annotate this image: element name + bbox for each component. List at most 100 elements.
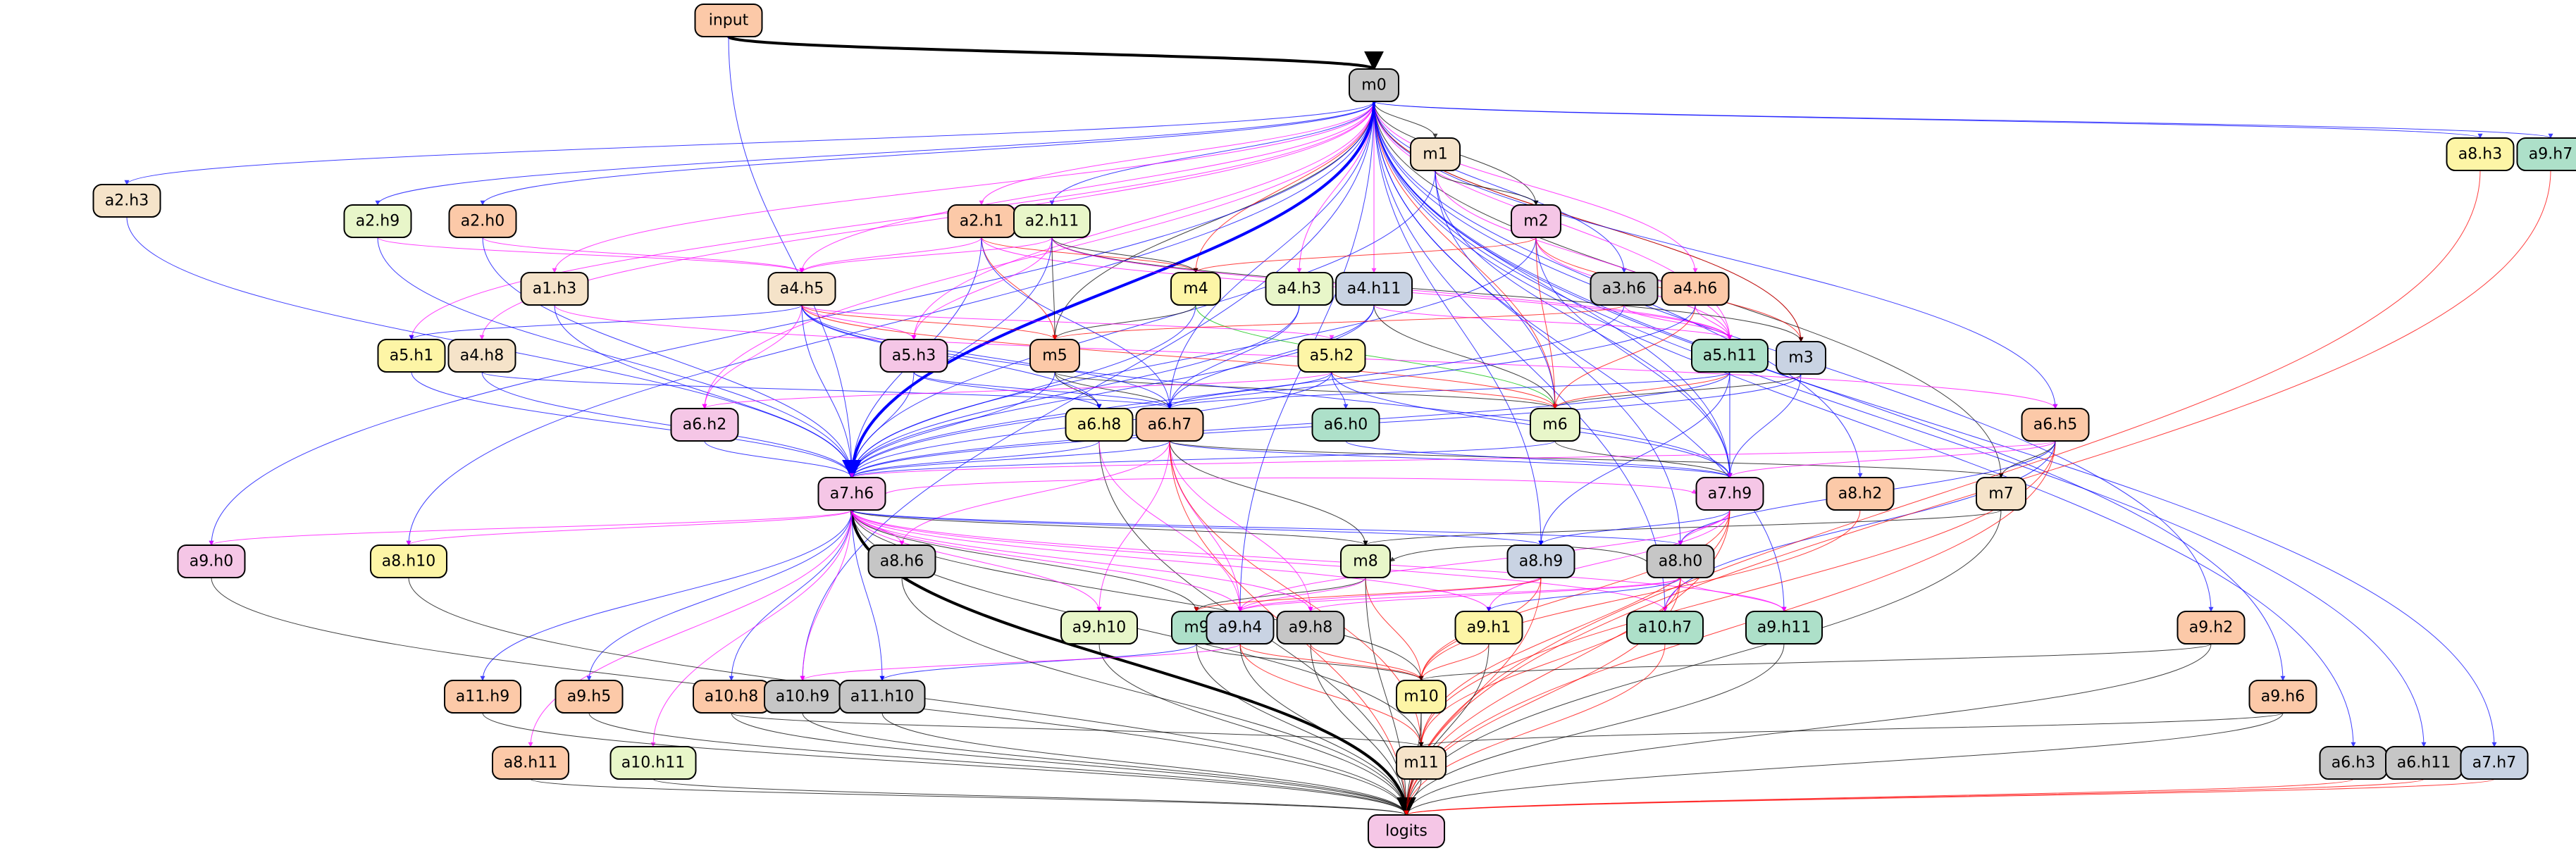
node-label: a6.h11: [2397, 754, 2451, 772]
node-box: [447, 339, 516, 373]
edge-a4-h5-to-a5-h1: [409, 304, 803, 340]
edge-a8-h9-to-a9-h4: [1237, 577, 1542, 612]
node-m7: m7: [1976, 477, 2026, 511]
edge-a9-h8-to-m10: [1310, 643, 1424, 681]
node-m10: m10: [1396, 680, 1447, 714]
edge-a6-h3-to-logits: [1404, 778, 2354, 816]
node-label: a8.h9: [1519, 553, 1563, 571]
edge-m8-to-a9-h4: [1237, 577, 1366, 612]
node-label: a3.h6: [1602, 280, 1646, 298]
node-label: m0: [1361, 77, 1386, 94]
node-box: [1410, 137, 1461, 171]
node-box: [1368, 814, 1445, 848]
node-box: [1661, 272, 1730, 306]
edge-a7-h6-to-a11-h10: [851, 509, 885, 681]
edge-a9-h1-to-logits: [1404, 643, 1490, 816]
edge-m1-to-a7-h6: [849, 170, 1436, 478]
node-box: [2021, 408, 2090, 442]
edge-m0-to-a10-h7: [1373, 101, 1668, 612]
node-a5-h3: a5.h3: [879, 339, 948, 373]
node-a5-h2: a5.h2: [1297, 339, 1366, 373]
edge-m0-to-a4-h6: [1373, 101, 1698, 273]
edge-a9-h4-to-a10-h9: [800, 643, 1241, 681]
node-label: a10.h7: [1638, 619, 1692, 637]
node-box: [1276, 611, 1345, 645]
node-box: [1454, 611, 1523, 645]
edge-a10-h8-to-logits: [731, 712, 1409, 816]
edge-a4-h11-to-a5-h11: [1373, 304, 1733, 340]
node-box: [1013, 204, 1091, 238]
edge-a6-h7-to-a7-h6: [849, 440, 1170, 478]
node-box: [444, 680, 521, 714]
edge-a7-h6-to-a9-h4: [851, 509, 1243, 612]
edge-a9-h6-to-m11: [1418, 712, 2284, 747]
edge-input-to-a7-h6: [728, 36, 855, 478]
node-box: [1065, 408, 1134, 442]
node-label: a4.h11: [1347, 280, 1401, 298]
node-label: a6.h7: [1148, 416, 1191, 434]
node-a7-h9: a7.h9: [1695, 477, 1764, 511]
node-a6-h5: a6.h5: [2021, 408, 2090, 442]
edge-m6-to-a7-h9: [1554, 440, 1733, 478]
edge-a11-h9-to-logits: [482, 712, 1409, 816]
node-label: a6.h3: [2332, 754, 2375, 772]
edge-a6-h8-to-a7-h6: [849, 440, 1100, 478]
node-label: a2.h3: [105, 192, 149, 210]
node-m4: m4: [1170, 272, 1221, 306]
node-m3: m3: [1776, 341, 1826, 375]
edge-m0-to-a8-h10: [406, 101, 1375, 546]
node-label: a9.h0: [190, 553, 233, 571]
node-m5: m5: [1029, 339, 1080, 373]
edge-a9-h8-to-logits: [1310, 643, 1409, 816]
node-label: a11.h10: [850, 688, 914, 706]
node-input: input: [694, 4, 763, 37]
edge-m0-to-m4: [1193, 101, 1375, 273]
node-box: [1776, 341, 1826, 375]
node-box: [838, 680, 926, 714]
node-label: a8.h0: [1659, 553, 1702, 571]
edge-a2-h11-to-m5: [1051, 237, 1058, 340]
edge-a9-h1-to-m10: [1418, 643, 1490, 681]
edge-a7-h9-to-a9-h4: [1237, 509, 1730, 612]
edge-m2-to-m4: [1193, 237, 1537, 273]
node-box: [2176, 611, 2246, 645]
node-box: [1170, 272, 1221, 306]
node-a6-h2: a6.h2: [670, 408, 739, 442]
node-a2-h1: a2.h1: [947, 204, 1016, 238]
node-label: a8.h10: [382, 553, 435, 571]
node-box: [1976, 477, 2026, 511]
node-label: a6.h8: [1077, 416, 1121, 434]
edge-a4-h11-to-a7-h6: [849, 304, 1375, 478]
node-label: m4: [1183, 280, 1208, 298]
edge-m1-to-m2: [1435, 170, 1539, 206]
edge-m9-to-m10: [1196, 643, 1424, 681]
edge-m9-to-logits: [1196, 643, 1409, 816]
edge-a5-h2-to-a6-h7: [1167, 371, 1332, 409]
edge-a8-h0-to-m11: [1418, 577, 1681, 747]
node-a6-h8: a6.h8: [1065, 408, 1134, 442]
edge-a7-h9-to-a8-h9: [1538, 509, 1730, 546]
node-box: [1506, 544, 1575, 578]
edge-a11-h10-to-logits: [881, 712, 1409, 816]
node-label: a8.h6: [880, 553, 924, 571]
edge-m4-to-a7-h6: [849, 304, 1196, 478]
node-a8-h0: a8.h0: [1646, 544, 1715, 578]
node-a5-h11: a5.h11: [1691, 339, 1769, 373]
edge-m0-to-a6-h11: [1373, 101, 2427, 747]
node-a8-h11: a8.h11: [492, 746, 569, 780]
node-label: a8.h3: [2458, 146, 2502, 163]
node-a2-h9: a2.h9: [343, 204, 412, 238]
edge-m3-to-a7-h9: [1727, 373, 1802, 478]
edge-m0-to-a8-h9: [1373, 101, 1544, 546]
node-box: [1590, 272, 1659, 306]
node-a6-h3: a6.h3: [2319, 746, 2388, 780]
edge-a7-h6-to-a8-h10: [406, 509, 853, 546]
node-box: [377, 339, 446, 373]
node-a10-h11: a10.h11: [609, 746, 697, 780]
edge-a4-h11-to-m6: [1373, 304, 1558, 409]
edge-a10-h8-to-m11: [731, 712, 1424, 747]
edge-a2-h11-to-m3: [1051, 237, 1804, 342]
edge-a5-h1-to-a7-h6: [411, 371, 855, 478]
node-box: [867, 544, 936, 578]
